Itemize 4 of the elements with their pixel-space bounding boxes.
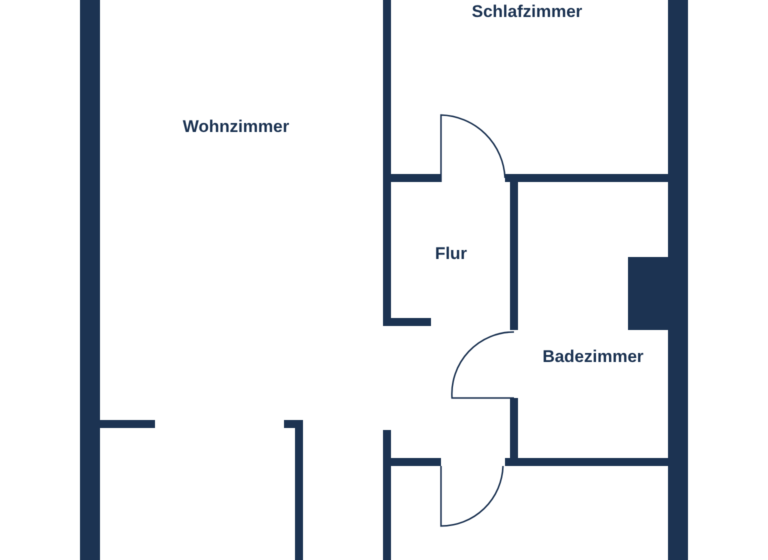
room-label: Wohnzimmer — [182, 117, 290, 137]
room-label: Flur — [434, 244, 468, 264]
room-label: Badezimmer — [542, 347, 644, 367]
room-label: Schlafzimmer — [472, 2, 582, 22]
